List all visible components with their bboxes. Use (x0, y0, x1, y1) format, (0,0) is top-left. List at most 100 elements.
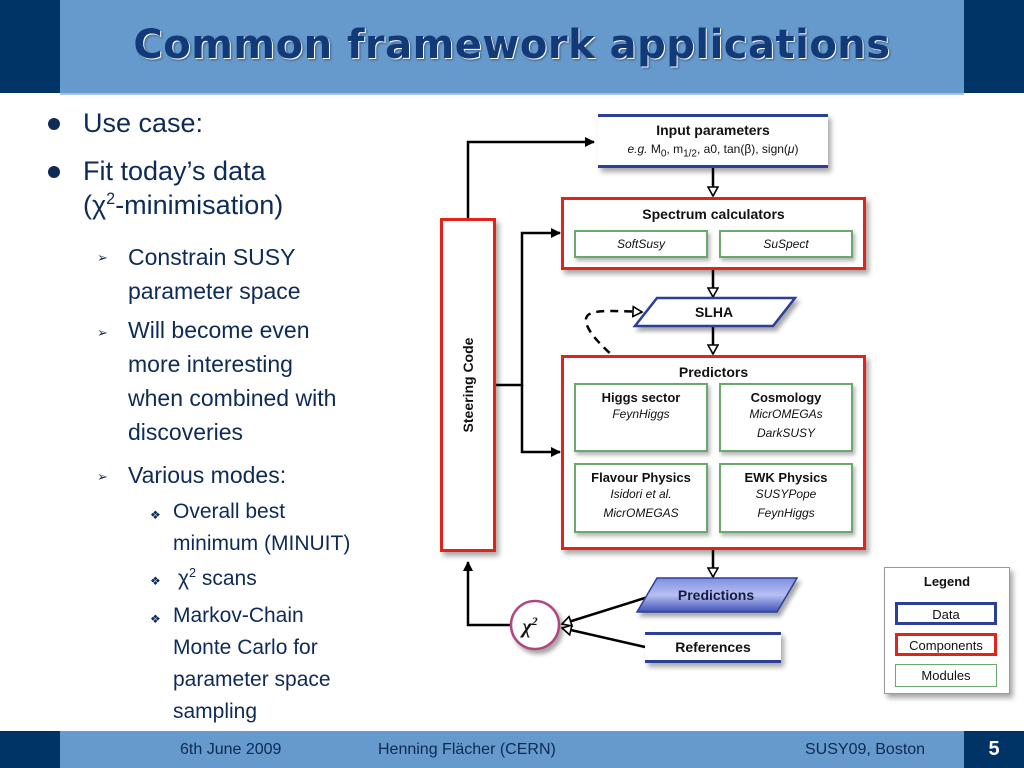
chi-symbol: χ (519, 616, 532, 638)
input-parameters-box[interactable]: Input parameters e.g. M0, m1/2, a0, tan(… (598, 114, 828, 168)
bullet-various-modes: Various modes: (128, 462, 287, 488)
chi2-label: χ2 (519, 614, 537, 638)
diamond-bullet-icon: ❖ (150, 574, 161, 588)
param-text: , m (666, 142, 684, 156)
footer-author: Henning Flächer (CERN) (378, 741, 556, 758)
module-suspect[interactable]: SuSpect (719, 230, 853, 258)
arrow-bullet-icon: ➢ (97, 469, 108, 484)
page-number: 5 (988, 738, 1000, 760)
bullet-will-become: Will become even more interesting when c… (128, 313, 336, 449)
bullet-line: Overall best (173, 500, 286, 523)
module-code: MicrOMEGAS (603, 506, 679, 520)
module-title: EWK Physics (744, 470, 828, 485)
module-flavour-physics[interactable]: Flavour Physics Isidori et al. MicrOMEGA… (574, 463, 708, 533)
param-text: , a0, tan(β), sign( (696, 142, 788, 156)
arrow-bullet-icon: ➢ (97, 250, 108, 265)
bullet-markov-chain: Markov-Chain Monte Carlo for parameter s… (173, 600, 331, 728)
predictions-label: Predictions (678, 587, 754, 603)
module-code: SUSYPope (755, 487, 817, 501)
module-code: DarkSUSY (756, 426, 815, 440)
module-ewk-physics[interactable]: EWK Physics SUSYPope FeynHiggs (719, 463, 853, 533)
bullet-fit-line1: Fit today’s data (83, 156, 266, 186)
superscript: 2 (531, 614, 538, 628)
bullet-dot-icon (48, 166, 60, 178)
footer-event: SUSY09, Boston (805, 741, 926, 758)
legend-title: Legend (923, 574, 971, 589)
chi2-node (509, 599, 561, 651)
footer-right-band (964, 731, 1024, 768)
header-right-band (964, 0, 1024, 93)
legend-item-modules: Modules (895, 664, 997, 687)
bullet-line: minimum (MINUIT) (173, 532, 351, 555)
bullet-constrain: Constrain SUSY parameter space (128, 240, 301, 308)
module-title: Cosmology (750, 390, 822, 405)
bullet-line: discoveries (128, 419, 244, 445)
bullet-fit-data: Fit today’s data (χ2-minimisation) (83, 154, 283, 222)
bullet-line: parameter space (173, 668, 331, 691)
header-left-band (0, 0, 60, 93)
connector-steering-to-input (466, 137, 595, 218)
connector-steering-to-spectrum (496, 228, 561, 387)
slha-label: SLHA (695, 304, 733, 320)
mu-symbol: μ (787, 142, 795, 156)
bullet-line: Will become even (128, 317, 310, 343)
predictors-box[interactable]: Predictors Higgs sector FeynHiggs Cosmol… (561, 355, 866, 550)
spectrum-calculators-box[interactable]: Spectrum calculators SoftSusy SuSpect (561, 197, 866, 270)
bullet-use-case: Use case: (83, 108, 204, 138)
diamond-bullet-icon: ❖ (150, 508, 161, 522)
eg-label: e.g. (627, 142, 648, 156)
bullet-line: Constrain SUSY (128, 244, 296, 270)
header-underline (60, 93, 964, 95)
bullet-line: sampling (173, 700, 258, 723)
arrow-bullet-icon: ➢ (97, 325, 108, 340)
input-parameters-example: e.g. M0, m1/2, a0, tan(β), sign(μ) (598, 140, 828, 163)
bullet-text: -minimisation) (115, 190, 284, 220)
subscript: 1/2 (683, 148, 697, 160)
module-code: FeynHiggs (757, 506, 815, 520)
bullet-chi2-scans: χ2 scans (178, 563, 257, 595)
input-parameters-title: Input parameters (656, 122, 770, 138)
module-label: SoftSusy (616, 237, 666, 251)
module-title: Flavour Physics (591, 470, 691, 485)
bullet-line: when combined with (128, 385, 337, 411)
bullet-dot-icon (48, 118, 60, 130)
legend: Legend Data Components Modules (884, 567, 1010, 694)
legend-item-data: Data (895, 602, 997, 625)
module-higgs-sector[interactable]: Higgs sector FeynHiggs (574, 383, 708, 452)
chi-symbol: (χ (83, 190, 107, 220)
module-code: FeynHiggs (612, 407, 670, 421)
param-text: ) (794, 142, 799, 156)
connector-references-to-chi2 (562, 628, 646, 649)
module-softsusy[interactable]: SoftSusy (574, 230, 708, 258)
param-text: M (650, 142, 661, 156)
bullet-line: more interesting (128, 351, 293, 377)
bullet-line: Monte Carlo for (173, 636, 318, 659)
diamond-bullet-icon: ❖ (150, 612, 161, 626)
header-band (60, 0, 964, 93)
spectrum-calculators-title: Spectrum calculators (642, 206, 785, 222)
module-code: Isidori et al. (610, 487, 672, 501)
module-title: Higgs sector (601, 390, 681, 405)
connector-steering-to-predictors (520, 385, 561, 457)
subscript: 0 (660, 148, 667, 160)
footer-date: 6th June 2009 (180, 741, 282, 758)
legend-item-components: Components (895, 633, 997, 656)
slide-title: Common framework applications (133, 22, 891, 68)
bullet-text: scans (196, 567, 257, 590)
predictions-shape (635, 577, 799, 613)
module-code: MicrOMEGAs (749, 407, 823, 421)
connector-chi2-to-steering (463, 561, 510, 627)
footer-left-band (0, 731, 60, 768)
superscript: 2 (189, 566, 197, 580)
predictors-title: Predictors (678, 364, 749, 380)
references-box[interactable]: References (645, 632, 781, 663)
module-label: SuSpect (763, 237, 809, 251)
steering-code-box[interactable]: Steering Code (440, 218, 496, 552)
footer-band (60, 731, 964, 768)
bullet-line: parameter space (128, 278, 301, 304)
references-label: References (675, 639, 751, 655)
bullet-overall-best: Overall best minimum (MINUIT) (173, 496, 350, 560)
module-cosmology[interactable]: Cosmology MicrOMEGAs DarkSUSY (719, 383, 853, 452)
bullet-fit-line2: (χ2-minimisation) (83, 188, 283, 222)
